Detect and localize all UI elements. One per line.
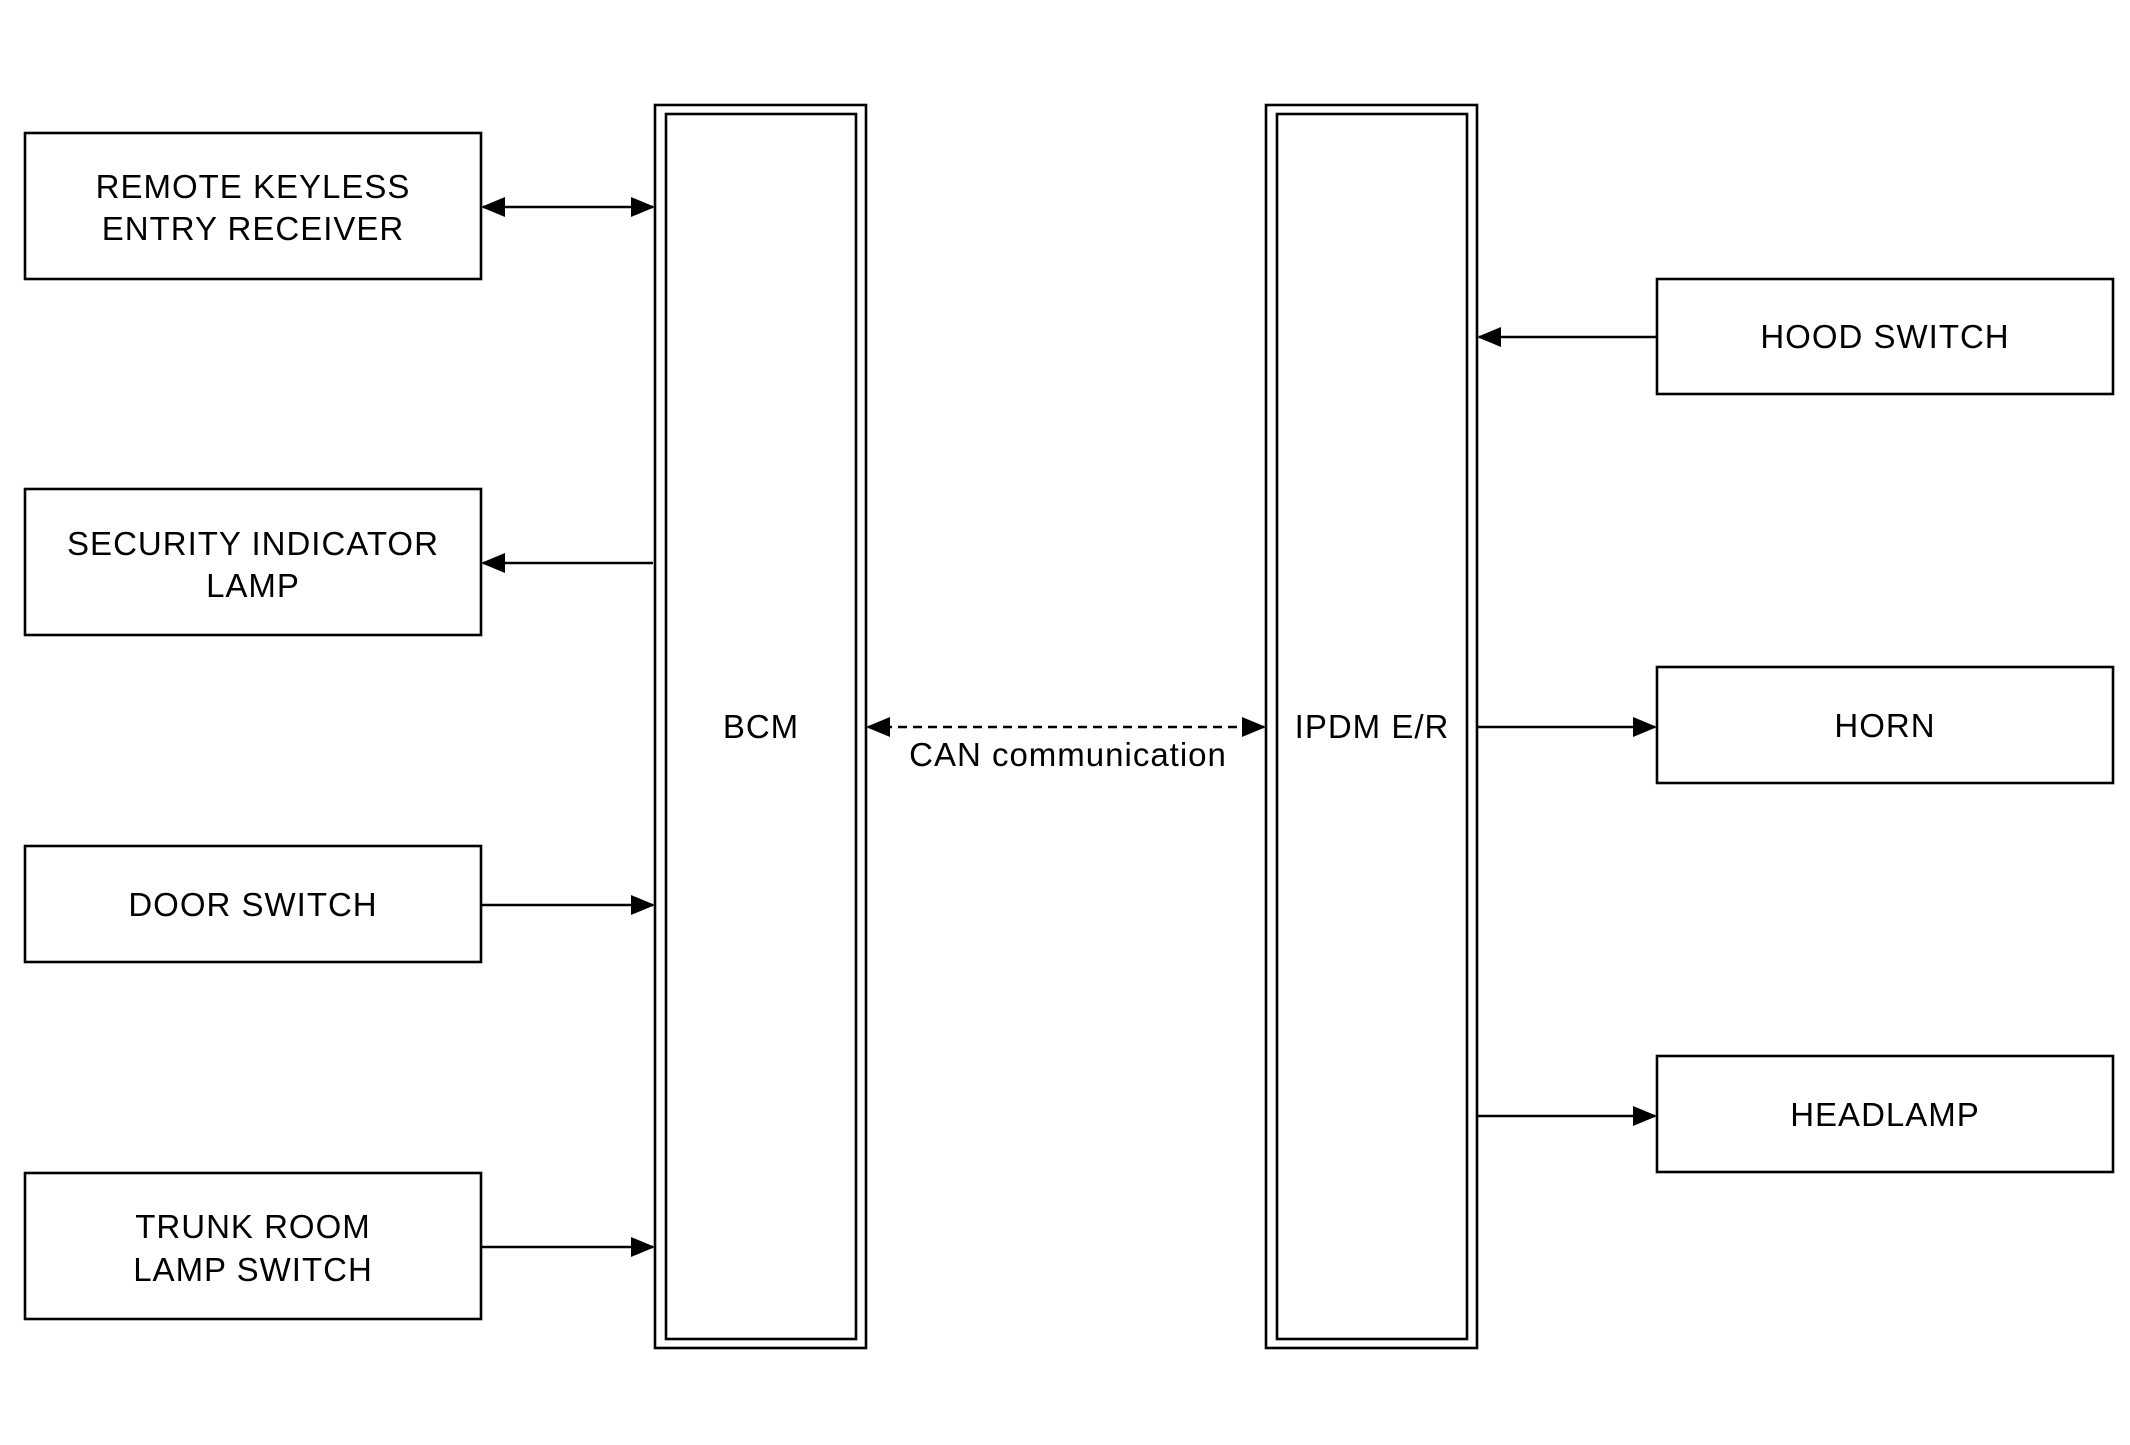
security-indicator-lamp-label-line2: LAMP: [206, 567, 300, 604]
security-indicator-lamp-box: SECURITY INDICATOR LAMP: [23, 487, 483, 637]
trunk-room-lamp-switch-label-line1: TRUNK ROOM: [135, 1208, 371, 1245]
ipdm-er-label: IPDM E/R: [1295, 708, 1450, 745]
bcm-block: BCM: [653, 103, 868, 1350]
door-switch-box: DOOR SWITCH: [23, 844, 483, 964]
security-indicator-lamp-label-line1: SECURITY INDICATOR: [67, 525, 439, 562]
remote-keyless-entry-receiver-label-line2: ENTRY RECEIVER: [102, 210, 405, 247]
can-communication-label: CAN communication: [909, 736, 1227, 773]
horn-box: HORN: [1655, 665, 2115, 785]
horn-label: HORN: [1834, 707, 1935, 744]
door-switch-label: DOOR SWITCH: [128, 886, 377, 923]
trunk-room-lamp-switch-label-line2: LAMP SWITCH: [133, 1251, 373, 1288]
hood-switch-box: HOOD SWITCH: [1655, 277, 2115, 396]
ipdm-er-block: IPDM E/R: [1264, 103, 1479, 1350]
trunk-room-lamp-switch-box: TRUNK ROOM LAMP SWITCH: [23, 1171, 483, 1321]
remote-keyless-entry-receiver-label-line1: REMOTE KEYLESS: [96, 168, 411, 205]
remote-keyless-entry-receiver-box: REMOTE KEYLESS ENTRY RECEIVER: [23, 131, 483, 281]
headlamp-box: HEADLAMP: [1655, 1054, 2115, 1174]
bcm-label: BCM: [723, 708, 799, 745]
headlamp-label: HEADLAMP: [1790, 1096, 1980, 1133]
hood-switch-label: HOOD SWITCH: [1760, 318, 2009, 355]
